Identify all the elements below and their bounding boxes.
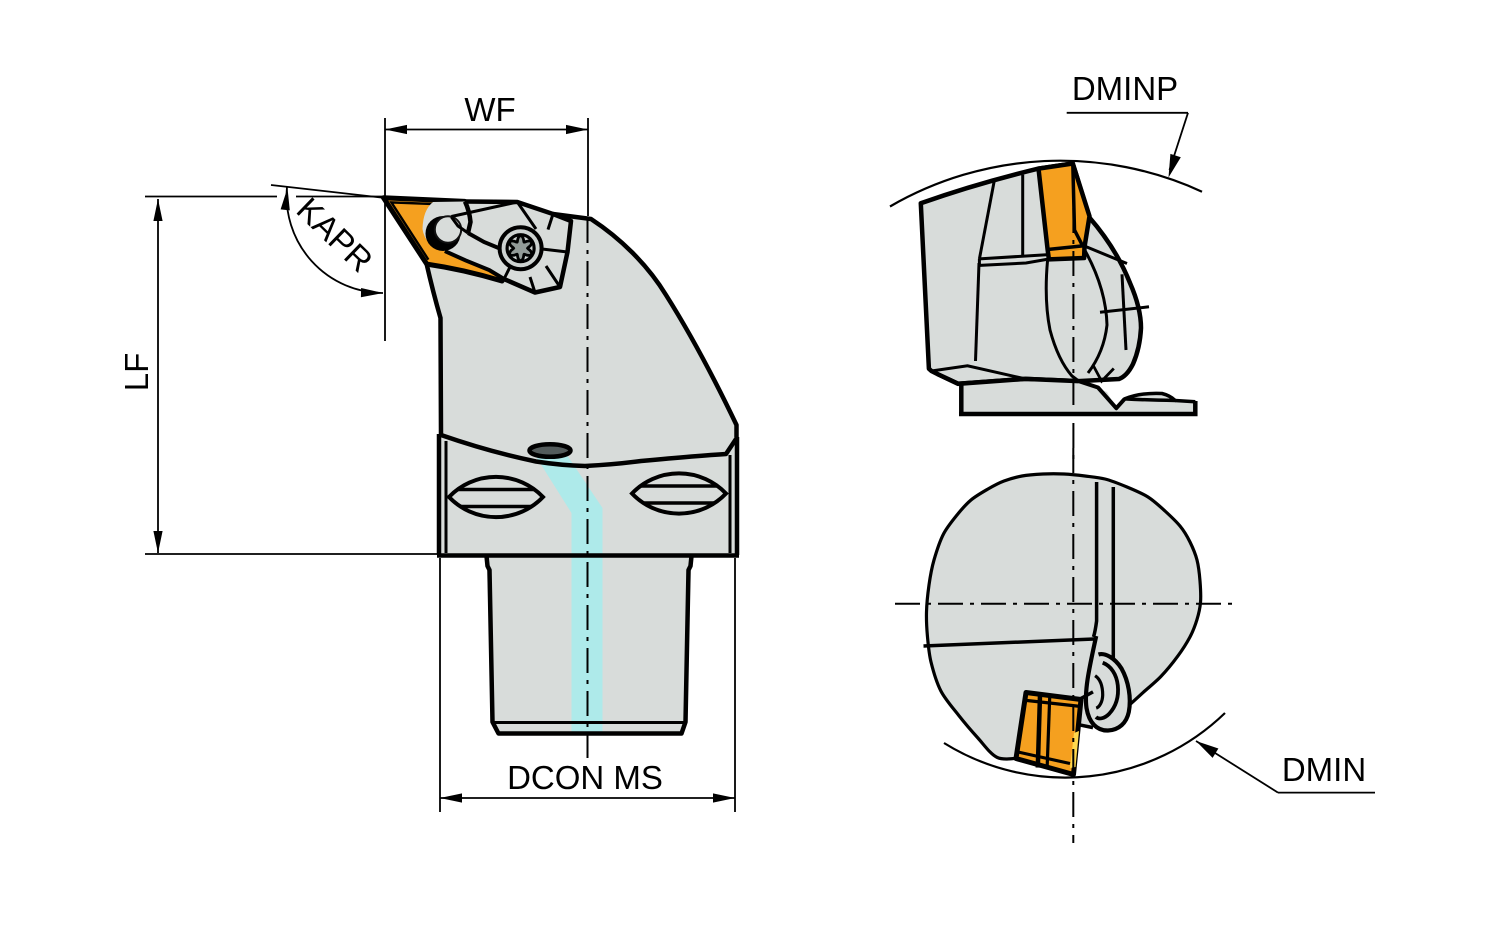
svg-text:WF: WF	[464, 91, 515, 128]
svg-text:DCON MS: DCON MS	[507, 759, 663, 796]
svg-text:DMINP: DMINP	[1072, 70, 1178, 107]
svg-text:DMIN: DMIN	[1282, 751, 1366, 788]
svg-text:LF: LF	[118, 353, 155, 392]
